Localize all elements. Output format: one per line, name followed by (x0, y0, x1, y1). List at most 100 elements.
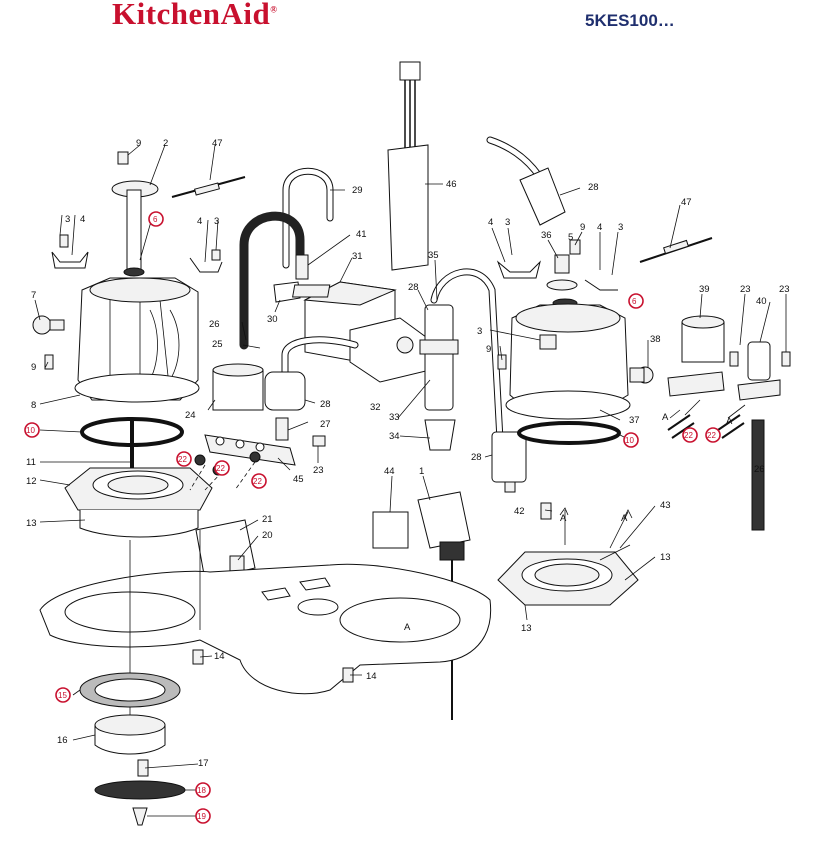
circle-10a (24, 422, 40, 438)
solenoid-24 (212, 369, 264, 411)
connector-46 (399, 61, 421, 81)
label-6: 6 (632, 297, 637, 306)
steam-valve-assembly (419, 268, 527, 493)
label-8: 8 (31, 400, 36, 411)
brand-name: KitchenAid (112, 0, 271, 31)
flowmeter-28b (491, 431, 527, 483)
hose-26 (239, 211, 305, 350)
screen-18 (94, 780, 186, 800)
label-22: 22 (178, 455, 187, 464)
highlighted-callouts (24, 211, 721, 824)
control-board (195, 519, 256, 581)
label-A: A (726, 416, 733, 427)
label-15: 15 (58, 691, 67, 700)
label-22: 22 (707, 431, 716, 440)
thermostat-7-lug (49, 319, 65, 331)
label-23: 23 (313, 465, 324, 476)
label-14: 14 (366, 671, 377, 682)
pump-outlet (396, 336, 414, 354)
label-19: 19 (197, 812, 206, 821)
screw-19 (132, 807, 148, 826)
screw-23-center (312, 435, 326, 447)
base-hole-center (297, 598, 339, 616)
boiler-base-8 (74, 373, 200, 403)
label-41: 41 (356, 229, 367, 240)
screw-20 (229, 555, 245, 573)
part-leaders (34, 144, 787, 817)
screw-9c (569, 239, 581, 255)
label-23: 23 (779, 284, 790, 295)
base-clip-1 (261, 587, 291, 601)
pump-and-hose-assembly (189, 167, 431, 491)
fitting-41 (295, 254, 309, 280)
base-frame (39, 530, 492, 720)
label-42: 42 (514, 506, 525, 517)
registered-mark: ® (270, 4, 278, 15)
label-6: 6 (153, 215, 158, 224)
bracket-4-right (496, 260, 541, 279)
shower-screen-stack (79, 672, 186, 826)
screw-9b (44, 354, 54, 370)
screw-23b (729, 351, 739, 367)
label-20: 20 (262, 530, 273, 541)
label-43: 43 (660, 500, 671, 511)
circle-6b (628, 293, 644, 309)
label-4: 4 (197, 216, 202, 227)
label-40: 40 (756, 296, 767, 307)
direction-arrows (559, 399, 746, 549)
circle-19 (195, 808, 211, 824)
label-3: 3 (214, 216, 219, 227)
label-37: 37 (629, 415, 640, 426)
flowmeter-28 (264, 371, 306, 411)
label-10: 10 (625, 436, 634, 445)
power-inlet-1 (417, 491, 471, 549)
label-29: 29 (352, 185, 363, 196)
label-45: 45 (293, 474, 304, 485)
hose-28-center-inner (282, 337, 358, 408)
steam-valve-33 (424, 304, 454, 411)
label-38: 38 (650, 334, 661, 345)
boiler-fitting-3 (539, 334, 557, 350)
manifold-hole-3 (255, 442, 265, 452)
cord-strain-relief (439, 541, 465, 561)
manifold-hole-1 (215, 436, 225, 446)
label-A: A (404, 622, 411, 633)
label-17: 17 (198, 758, 209, 769)
label-1: 1 (419, 466, 424, 477)
base-clip-2 (299, 577, 331, 591)
thermostat-7 (32, 315, 52, 335)
circle-10b (623, 432, 639, 448)
label-22: 22 (684, 431, 693, 440)
cap-28-right (519, 167, 566, 226)
solenoid-24-top (212, 363, 264, 377)
seal-guides (189, 461, 256, 491)
connector-27 (275, 417, 289, 441)
label-22: 22 (253, 477, 262, 486)
arrow-hatches (667, 414, 745, 439)
circle-18 (195, 782, 211, 798)
label-28: 28 (320, 399, 331, 410)
circle-22c (251, 473, 267, 489)
label-44: 44 (384, 466, 395, 477)
boiler-top-right (515, 303, 621, 333)
label-46: 46 (446, 179, 457, 190)
heater-pad-46 (387, 144, 429, 271)
fuse-body-47-left (194, 182, 220, 196)
seal-22a (194, 454, 206, 466)
bracket-4-left (51, 251, 89, 269)
label-4: 4 (597, 222, 602, 233)
label-27: 27 (320, 419, 331, 430)
steam-valve-nut (419, 339, 459, 355)
label-31: 31 (352, 251, 363, 262)
label-25: 25 (212, 339, 223, 350)
label-24: 24 (185, 410, 196, 421)
label-3: 3 (618, 222, 623, 233)
label-47: 47 (212, 138, 223, 149)
label-2: 2 (163, 138, 168, 149)
label-30: 30 (267, 314, 278, 325)
pump-connector (292, 284, 331, 298)
label-3: 3 (65, 214, 70, 225)
cable-wires (404, 80, 416, 150)
tube-29-inner (283, 168, 333, 268)
label-A: A (621, 513, 628, 524)
